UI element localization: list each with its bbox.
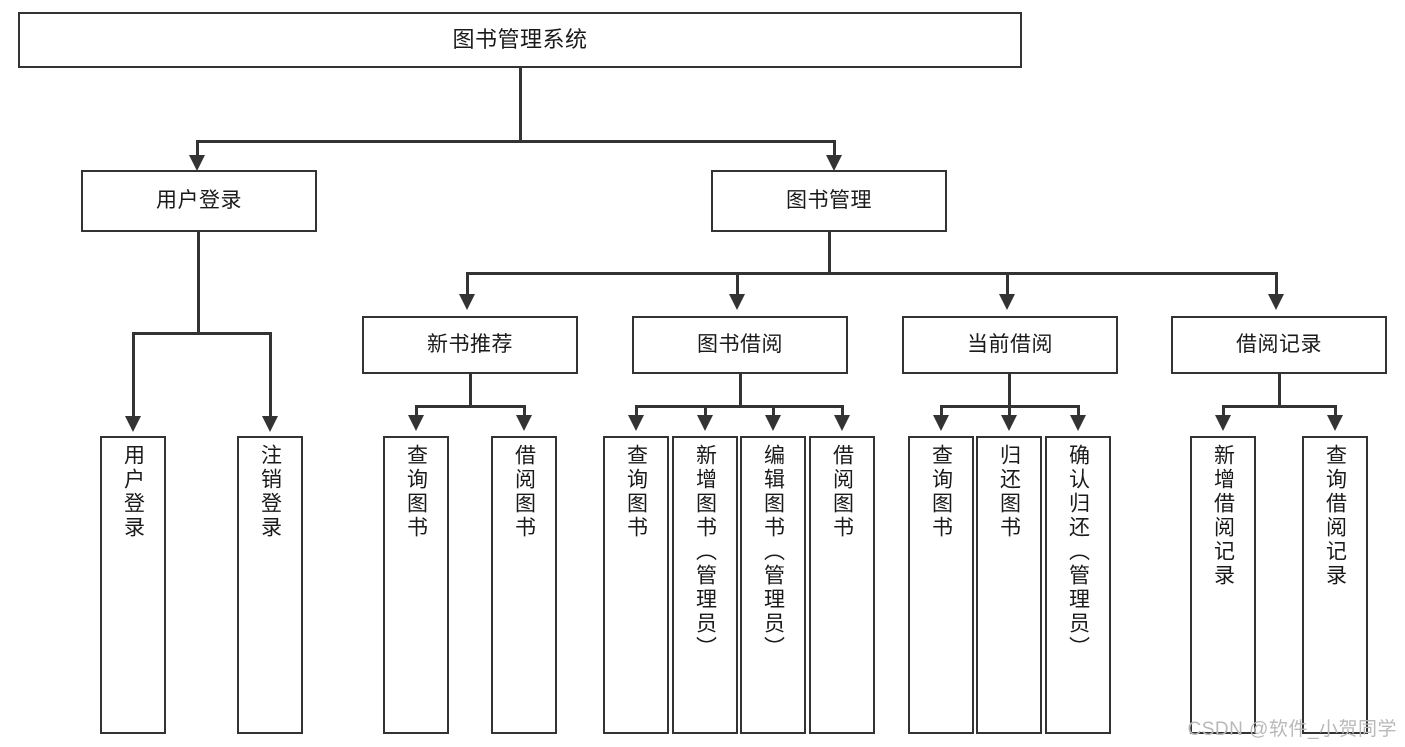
connector-borrow-record-to-leaf1 xyxy=(1222,405,1225,417)
leaf-logout-login[interactable]: 注销登录 xyxy=(237,436,303,734)
connector-book-borrow-to-leaf1 xyxy=(635,405,638,417)
node-new-book-recommend[interactable]: 新书推荐 xyxy=(362,316,578,374)
connector-book-manage-to-borrow-record xyxy=(1275,272,1278,300)
leaf-query-book-3[interactable]: 查询图书 xyxy=(908,436,974,734)
connector-current-borrow-to-leaf2 xyxy=(1008,405,1011,417)
node-book-manage[interactable]: 图书管理 xyxy=(711,170,947,232)
leaf-confirm-return[interactable]: 确认归还（管理员） xyxy=(1045,436,1111,734)
connector-user-login-to-leaf2 xyxy=(269,332,272,420)
leaf-query-book-1-label: 查询图书 xyxy=(404,444,428,540)
leaf-logout-login-label: 注销登录 xyxy=(258,444,282,540)
leaf-query-record-label: 查询借阅记录 xyxy=(1323,444,1347,588)
connector-book-borrow-to-leaf4 xyxy=(841,405,844,417)
node-user-login[interactable]: 用户登录 xyxy=(81,170,317,232)
connector-book-manage-to-book-borrow xyxy=(736,272,739,300)
arrow-book-manage-to-current-borrow xyxy=(999,294,1015,310)
arrow-book-manage-to-borrow-record xyxy=(1268,294,1284,310)
arrow-root-to-book-manage xyxy=(826,155,842,171)
leaf-borrow-book-2-label: 借阅图书 xyxy=(830,444,854,540)
node-user-login-label: 用户登录 xyxy=(156,188,242,212)
connector-root-stem xyxy=(519,68,522,140)
connector-book-manage-to-current-borrow xyxy=(1006,272,1009,300)
node-new-book-recommend-label: 新书推荐 xyxy=(427,332,513,356)
arrow-current-borrow-to-leaf2 xyxy=(1001,415,1017,431)
connector-current-borrow-stem xyxy=(1008,374,1011,408)
leaf-edit-book[interactable]: 编辑图书（管理员） xyxy=(740,436,806,734)
arrow-book-borrow-to-leaf3 xyxy=(765,415,781,431)
connector-book-borrow-to-leaf3 xyxy=(772,405,775,417)
connector-user-login-stem xyxy=(197,232,200,332)
leaf-add-book[interactable]: 新增图书（管理员） xyxy=(672,436,738,734)
leaf-user-login-label: 用户登录 xyxy=(121,444,145,540)
connector-book-borrow-stem xyxy=(739,374,742,408)
leaf-query-book-2[interactable]: 查询图书 xyxy=(603,436,669,734)
leaf-query-book-3-label: 查询图书 xyxy=(929,444,953,540)
arrow-new-book-to-leaf2 xyxy=(516,415,532,431)
arrow-current-borrow-to-leaf1 xyxy=(933,415,949,431)
connector-book-borrow-to-leaf2 xyxy=(704,405,707,417)
leaf-borrow-book-1-label: 借阅图书 xyxy=(512,444,536,540)
arrow-book-borrow-to-leaf4 xyxy=(834,415,850,431)
arrow-user-login-to-leaf2 xyxy=(262,416,278,432)
arrow-current-borrow-to-leaf3 xyxy=(1070,415,1086,431)
connector-current-borrow-to-leaf3 xyxy=(1077,405,1080,417)
connector-new-book-to-leaf2 xyxy=(523,405,526,417)
arrow-book-manage-to-book-borrow xyxy=(729,294,745,310)
leaf-edit-book-label: 编辑图书（管理员） xyxy=(761,444,785,660)
leaf-add-record[interactable]: 新增借阅记录 xyxy=(1190,436,1256,734)
connector-current-borrow-to-leaf1 xyxy=(940,405,943,417)
connector-book-borrow-bus xyxy=(635,405,843,408)
connector-borrow-record-stem xyxy=(1278,374,1281,408)
arrow-root-to-user-login xyxy=(189,155,205,171)
node-root[interactable]: 图书管理系统 xyxy=(18,12,1022,68)
leaf-add-record-label: 新增借阅记录 xyxy=(1211,444,1235,588)
node-book-borrow-label: 图书借阅 xyxy=(697,332,783,356)
connector-book-manage-bus xyxy=(466,272,1278,275)
connector-root-to-book-manage xyxy=(833,140,836,162)
leaf-confirm-return-label: 确认归还（管理员） xyxy=(1066,444,1090,660)
arrow-borrow-record-to-leaf2 xyxy=(1327,415,1343,431)
node-root-label: 图书管理系统 xyxy=(452,27,588,53)
node-borrow-record-label: 借阅记录 xyxy=(1236,332,1322,356)
node-current-borrow[interactable]: 当前借阅 xyxy=(902,316,1118,374)
leaf-add-book-label: 新增图书（管理员） xyxy=(693,444,717,660)
arrow-book-borrow-to-leaf1 xyxy=(628,415,644,431)
arrow-book-manage-to-new-book xyxy=(459,294,475,310)
leaf-query-record[interactable]: 查询借阅记录 xyxy=(1302,436,1368,734)
connector-borrow-record-to-leaf2 xyxy=(1334,405,1337,417)
leaf-query-book-1[interactable]: 查询图书 xyxy=(383,436,449,734)
connector-root-to-user-login xyxy=(196,140,199,162)
connector-new-book-stem xyxy=(469,374,472,408)
connector-borrow-record-bus xyxy=(1222,405,1336,408)
leaf-return-book-label: 归还图书 xyxy=(997,444,1021,540)
leaf-borrow-book-1[interactable]: 借阅图书 xyxy=(491,436,557,734)
arrow-book-borrow-to-leaf2 xyxy=(697,415,713,431)
leaf-query-book-2-label: 查询图书 xyxy=(624,444,648,540)
arrow-new-book-to-leaf1 xyxy=(408,415,424,431)
node-book-borrow[interactable]: 图书借阅 xyxy=(632,316,848,374)
connector-root-bus xyxy=(196,140,836,143)
leaf-return-book[interactable]: 归还图书 xyxy=(976,436,1042,734)
node-book-manage-label: 图书管理 xyxy=(786,188,872,212)
leaf-user-login[interactable]: 用户登录 xyxy=(100,436,166,734)
connector-book-manage-stem xyxy=(828,232,831,272)
arrow-user-login-to-leaf1 xyxy=(125,416,141,432)
connector-user-login-bus xyxy=(132,332,271,335)
connector-user-login-to-leaf1 xyxy=(132,332,135,420)
arrow-borrow-record-to-leaf1 xyxy=(1215,415,1231,431)
leaf-borrow-book-2[interactable]: 借阅图书 xyxy=(809,436,875,734)
node-borrow-record[interactable]: 借阅记录 xyxy=(1171,316,1387,374)
connector-book-manage-to-new-book xyxy=(466,272,469,300)
connector-new-book-bus xyxy=(415,405,525,408)
connector-new-book-to-leaf1 xyxy=(415,405,418,417)
node-current-borrow-label: 当前借阅 xyxy=(967,332,1053,356)
